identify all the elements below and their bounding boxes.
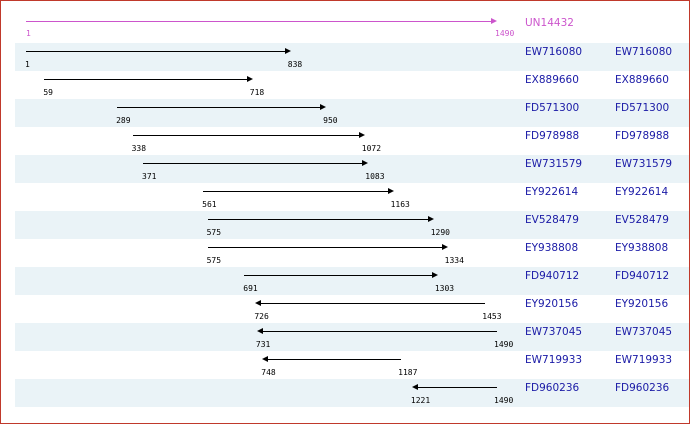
track-start-label: 1221: [410, 396, 431, 405]
arrow-head-right-icon: [362, 160, 369, 166]
alignment-arrow-line: [207, 219, 429, 220]
track-row: 726 1453 EY920156 EY920156: [15, 295, 689, 323]
alignment-arrow-line: [44, 79, 248, 80]
track-end-label: 718: [249, 88, 265, 97]
track-row: 289 950 FD571300 FD571300: [15, 99, 689, 127]
track-row: 691 1303 FD940712 FD940712: [15, 267, 689, 295]
track-end-label: 1490: [494, 340, 514, 349]
alignment-arrow-line: [267, 359, 402, 360]
reference-end-label: 1490: [495, 29, 515, 38]
track-start-label: 726: [254, 312, 269, 321]
arrow-head-right-icon: [427, 216, 434, 222]
track-row: 748 1187 EW719933 EW719933: [15, 351, 689, 379]
alignment-arrow-line: [26, 51, 286, 52]
track-row: 1 838 EW716080 EW716080: [15, 43, 689, 71]
track-accession-link-secondary[interactable]: EY920156: [615, 298, 669, 310]
track-row: 575 1334 EY938808 EY938808: [15, 239, 689, 267]
track-end-label: 1083: [365, 172, 385, 181]
track-accession-link[interactable]: FD940712: [525, 270, 580, 282]
track-accession-link-secondary[interactable]: EY938808: [615, 242, 669, 254]
track-row: 731 1490 EW737045 EW737045: [15, 323, 689, 351]
track-accession-link[interactable]: EY922614: [525, 186, 579, 198]
track-start-label: 731: [255, 340, 271, 349]
reference-arrow-line: [26, 21, 492, 22]
track-row: 338 1072 FD978988 FD978988: [15, 127, 689, 155]
track-start-label: 338: [131, 144, 147, 153]
track-accession-link-secondary[interactable]: EW719933: [615, 354, 673, 366]
reference-start-label: 1: [26, 29, 31, 38]
reference-accession: UN14432: [525, 17, 574, 29]
track-end-label: 1334: [444, 256, 464, 265]
track-accession-link-secondary[interactable]: EX889660: [615, 74, 669, 86]
track-accession-link-secondary[interactable]: FD571300: [615, 102, 670, 114]
reference-arrow-head: [491, 18, 497, 24]
track-accession-link-secondary[interactable]: FD960236: [615, 382, 670, 394]
arrow-head-left-icon: [262, 356, 269, 362]
track-end-label: 838: [287, 60, 303, 69]
track-row: 1221 1490 FD960236 FD960236: [15, 379, 689, 407]
track-accession-link[interactable]: FD571300: [525, 102, 580, 114]
track-accession-link[interactable]: EY920156: [525, 298, 579, 310]
track-end-label: 1453: [482, 312, 502, 321]
track-end-label: 1490: [494, 396, 514, 405]
track-row: 59 718 EX889660 EX889660: [15, 71, 689, 99]
track-start-label: 575: [206, 256, 222, 265]
track-end-label: 1187: [398, 368, 418, 377]
reference-track: 1 1490 UN14432: [15, 9, 689, 38]
track-row: 371 1083 EW731579 EW731579: [15, 155, 689, 183]
arrow-head-right-icon: [387, 188, 394, 194]
alignment-arrow-line: [260, 303, 486, 304]
track-start-label: 561: [202, 200, 217, 209]
track-start-label: 289: [116, 116, 131, 125]
alignment-arrow-line: [244, 275, 433, 276]
track-accession-link[interactable]: EW737045: [525, 326, 583, 338]
track-accession-link-secondary[interactable]: FD940712: [615, 270, 670, 282]
track-accession-link[interactable]: EW716080: [525, 46, 583, 58]
track-accession-link[interactable]: FD960236: [525, 382, 580, 394]
alignment-arrow-line: [143, 163, 364, 164]
alignment-arrow-line: [261, 331, 497, 332]
track-accession-link[interactable]: EW731579: [525, 158, 583, 170]
track-accession-link[interactable]: FD978988: [525, 130, 580, 142]
track-accession-link[interactable]: EW719933: [525, 354, 583, 366]
track-start-label: 59: [43, 88, 53, 97]
track-accession-link[interactable]: EY938808: [525, 242, 579, 254]
track-accession-link-secondary[interactable]: EW731579: [615, 158, 673, 170]
track-accession-link-secondary[interactable]: EW716080: [615, 46, 673, 58]
alignment-arrow-line: [416, 387, 497, 388]
track-accession-link[interactable]: EV528479: [525, 214, 579, 226]
track-row: 561 1163 EY922614 EY922614: [15, 183, 689, 211]
arrow-head-left-icon: [256, 328, 263, 334]
track-row: 575 1290 EV528479 EV528479: [15, 211, 689, 239]
arrow-head-right-icon: [320, 104, 327, 110]
track-start-label: 748: [261, 368, 276, 377]
track-accession-link-secondary[interactable]: FD978988: [615, 130, 670, 142]
track-end-label: 1163: [390, 200, 410, 209]
arrow-head-right-icon: [246, 76, 253, 82]
track-start-label: 575: [206, 228, 222, 237]
track-start-label: 691: [243, 284, 258, 293]
arrow-head-right-icon: [441, 244, 448, 250]
arrow-head-left-icon: [411, 384, 418, 390]
alignment-arrow-line: [132, 135, 360, 136]
arrow-head-right-icon: [284, 48, 291, 54]
alignment-arrow-line: [203, 191, 389, 192]
track-accession-link-secondary[interactable]: EW737045: [615, 326, 673, 338]
track-accession-link-secondary[interactable]: EV528479: [615, 214, 669, 226]
track-end-label: 1072: [361, 144, 382, 153]
alignment-arrow-line: [117, 107, 322, 108]
track-end-label: 1303: [434, 284, 455, 293]
arrow-head-left-icon: [255, 300, 262, 306]
track-end-label: 1290: [430, 228, 450, 237]
track-start-label: 371: [142, 172, 157, 181]
track-end-label: 950: [323, 116, 338, 125]
track-accession-link[interactable]: EX889660: [525, 74, 579, 86]
track-accession-link-secondary[interactable]: EY922614: [615, 186, 669, 198]
track-start-label: 1: [25, 60, 30, 69]
alignment-arrow-line: [207, 247, 443, 248]
arrow-head-right-icon: [431, 272, 438, 278]
arrow-head-right-icon: [358, 132, 365, 138]
